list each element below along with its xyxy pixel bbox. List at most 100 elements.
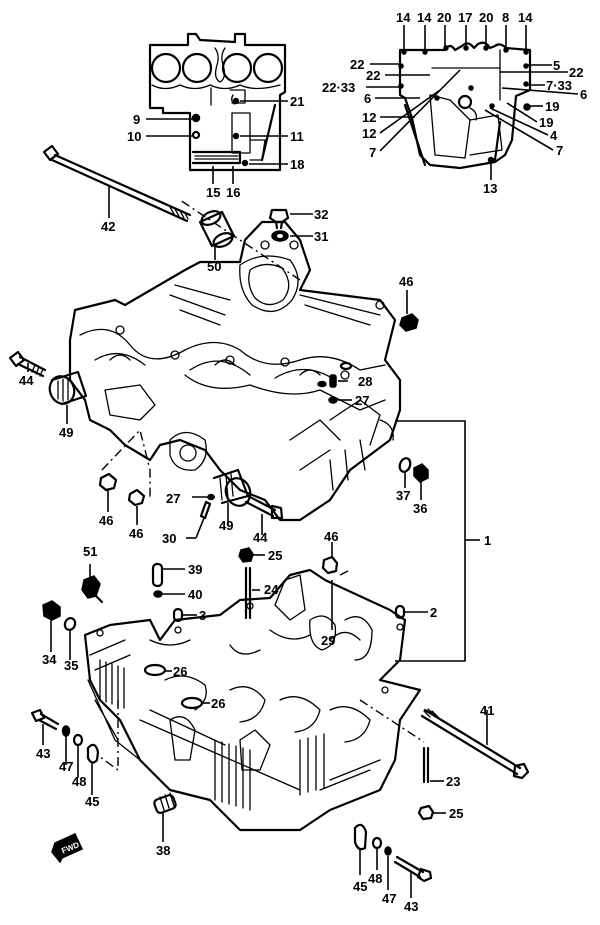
part-25-nut-a — [238, 547, 254, 563]
part-44-bolt-a — [8, 350, 47, 378]
callout-44-a: 44 — [19, 373, 34, 388]
callout-44-b: 44 — [253, 530, 268, 545]
callout-43-a: 43 — [36, 746, 50, 761]
part-43-bolt-a — [30, 708, 60, 731]
inset-upper-case — [148, 32, 287, 172]
callout-46-d: 46 — [324, 529, 338, 544]
callout-42: 42 — [101, 219, 115, 234]
callout-12-b: 12 — [362, 126, 376, 141]
callout-labels: 9 10 21 11 18 15 16 14 14 20 17 20 8 14 … — [19, 10, 587, 914]
callout-6-a: 6 — [364, 91, 371, 106]
part-38-filter — [153, 792, 177, 814]
callout-46-b: 46 — [99, 513, 113, 528]
callout-46-c: 46 — [129, 526, 143, 541]
part-47-washer-a — [61, 725, 71, 737]
part-37-washer — [398, 457, 412, 473]
callout-27-b: 27 — [166, 491, 180, 506]
callout-49-a: 49 — [59, 425, 73, 440]
callout-6-b: 6 — [580, 87, 587, 102]
callout-10: 10 — [127, 129, 141, 144]
callout-19-a: 19 — [545, 99, 559, 114]
callout-14-a: 14 — [396, 10, 411, 25]
callout-43-b: 43 — [404, 899, 418, 914]
part-44-bolt-b — [244, 494, 284, 520]
callout-15: 15 — [206, 185, 220, 200]
callout-9: 9 — [133, 112, 140, 127]
part-39-pin — [151, 562, 164, 588]
callout-46-a: 46 — [399, 274, 413, 289]
callout-23: 23 — [446, 774, 460, 789]
alignment-lines — [99, 199, 480, 772]
part-48-washer-a — [72, 733, 84, 747]
upper-crankcase — [68, 220, 402, 522]
part-45-bracket-a — [86, 743, 100, 764]
callout-37: 37 — [396, 488, 410, 503]
callout-18: 18 — [290, 157, 304, 172]
part-40-oring — [153, 590, 163, 598]
part-41-long-bolt — [420, 708, 530, 780]
callout-36: 36 — [413, 501, 427, 516]
callout-1: 1 — [484, 533, 491, 548]
callout-20-b: 20 — [479, 10, 493, 25]
callout-24: 24 — [264, 582, 279, 597]
callout-47-a: 47 — [59, 759, 73, 774]
part-31-washer — [271, 230, 289, 242]
callout-7-33: 7·33 — [546, 78, 572, 93]
callout-35: 35 — [64, 658, 78, 673]
callout-14-c: 14 — [518, 10, 533, 25]
callout-7-a: 7 — [369, 145, 376, 160]
part-46-nut-b — [98, 472, 118, 492]
callout-22-c: 22 — [569, 65, 583, 80]
leader-lines — [27, 25, 579, 898]
callout-50: 50 — [207, 259, 221, 274]
callout-19-b: 19 — [539, 115, 553, 130]
callout-13: 13 — [483, 181, 497, 196]
part-42-long-bolt — [42, 144, 192, 223]
forward-arrow-icon: FWD — [51, 833, 84, 864]
callout-26-b: 26 — [211, 696, 225, 711]
callout-20-a: 20 — [437, 10, 451, 25]
callout-39: 39 — [188, 562, 202, 577]
callout-16: 16 — [226, 185, 240, 200]
callout-48-b: 48 — [368, 871, 382, 886]
part-30-jet — [199, 500, 212, 520]
callout-32: 32 — [314, 207, 328, 222]
part-49-bearing-b — [212, 468, 252, 507]
callout-22-33: 22·33 — [322, 80, 355, 95]
callout-51: 51 — [83, 544, 97, 559]
callout-45-b: 45 — [353, 879, 367, 894]
callout-3: 3 — [199, 608, 206, 623]
callout-22-b: 22 — [366, 68, 380, 83]
part-48-washer-b — [371, 836, 383, 850]
callout-45-a: 45 — [85, 794, 99, 809]
callout-14-b: 14 — [417, 10, 432, 25]
callout-31: 31 — [314, 229, 328, 244]
callout-47-b: 47 — [382, 891, 396, 906]
callout-25-a: 25 — [268, 548, 282, 563]
callout-5: 5 — [553, 58, 560, 73]
callout-17: 17 — [458, 10, 472, 25]
callout-21: 21 — [290, 94, 304, 109]
callout-49-b: 49 — [219, 518, 233, 533]
callout-27-a: 27 — [355, 393, 369, 408]
part-27-fitting-a — [328, 396, 338, 404]
callout-40: 40 — [188, 587, 202, 602]
part-47-washer-b — [384, 846, 392, 856]
callout-26-a: 26 — [173, 664, 187, 679]
part-25-nut-b — [417, 804, 435, 821]
part-43-bolt-b — [393, 855, 433, 883]
part-50-sleeve — [198, 210, 236, 248]
callout-7-b: 7 — [556, 143, 563, 158]
part-45-bracket-b — [353, 823, 368, 851]
part-34-plug — [42, 600, 61, 621]
lower-crankcase — [83, 568, 422, 832]
part-36-plug — [413, 463, 429, 483]
part-46-nut-d — [321, 555, 339, 575]
callout-29: 29 — [321, 633, 335, 648]
part-46-nut-c — [127, 488, 146, 507]
callout-38: 38 — [156, 843, 170, 858]
callout-34: 34 — [42, 652, 57, 667]
callout-30: 30 — [162, 531, 176, 546]
part-32-plug — [268, 208, 290, 230]
